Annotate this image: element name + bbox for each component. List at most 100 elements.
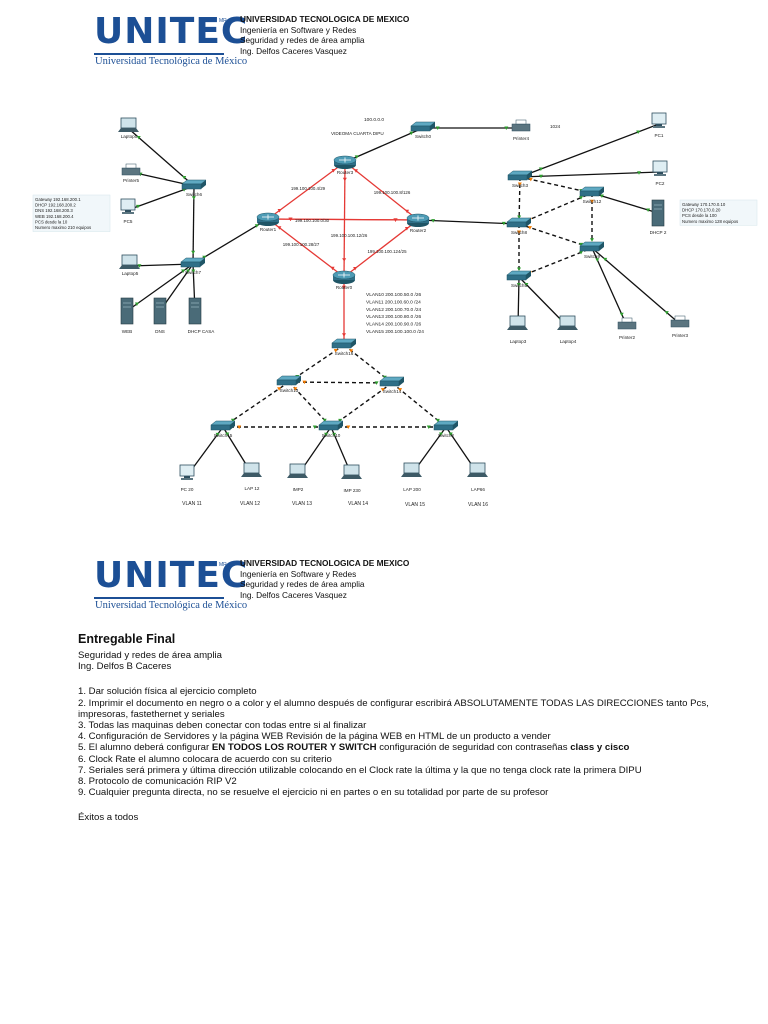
router-label: Router2 xyxy=(410,228,427,233)
printer-icon[interactable] xyxy=(670,315,690,328)
document-title: Entregable Final xyxy=(78,632,176,646)
university-name: UNIVERSIDAD TECNOLOGICA DE MEXICO xyxy=(240,558,410,568)
pc-icon[interactable] xyxy=(179,464,195,480)
device-label: Printer5 xyxy=(123,178,140,183)
unitec-logo: UNITEC MR Universidad Tecnológica de Méx… xyxy=(94,556,247,618)
link-status-marker xyxy=(664,311,669,315)
switch-label: Switch13 xyxy=(280,388,299,393)
switch-icon[interactable] xyxy=(410,121,436,132)
router-label: Router1 xyxy=(260,227,277,232)
switch-icon[interactable] xyxy=(506,217,532,228)
link-status-marker xyxy=(182,175,187,180)
device-label: IMP 230 xyxy=(343,488,360,493)
link-status-marker xyxy=(342,258,347,262)
switch-label: Switch2 xyxy=(438,433,455,438)
link-status-marker xyxy=(353,169,358,173)
link-status-marker xyxy=(426,425,431,429)
links-layer xyxy=(126,123,681,477)
router-icon[interactable] xyxy=(406,213,430,227)
laptop-icon[interactable] xyxy=(341,464,362,479)
link-status-marker xyxy=(448,432,453,437)
switch-icon[interactable] xyxy=(579,186,605,197)
switch-icon[interactable] xyxy=(433,420,459,431)
vlan-address-line: VLAN13 200.100.80.0 /26 xyxy=(366,314,422,320)
pc-icon[interactable] xyxy=(652,160,668,176)
unitec-logo: UNITEC MR Universidad Tecnológica de Méx… xyxy=(94,12,247,74)
switch-label: Switch14 xyxy=(383,389,402,394)
server-icon[interactable] xyxy=(153,297,167,325)
switch-icon[interactable] xyxy=(579,241,605,252)
link-status-marker xyxy=(312,425,317,429)
link-status-marker xyxy=(338,418,343,423)
laptop-icon[interactable] xyxy=(467,462,488,477)
laptop-icon[interactable] xyxy=(287,463,308,478)
device-label: IMP2 xyxy=(293,487,304,492)
closing-text: Éxitos a todos xyxy=(78,812,139,824)
printer-icon[interactable] xyxy=(511,119,531,132)
router-icon[interactable] xyxy=(333,155,357,169)
trunk-link xyxy=(330,382,393,428)
vlan-label: VLAN 11 xyxy=(182,501,202,507)
link-status-marker xyxy=(405,209,410,214)
switch-icon[interactable] xyxy=(379,376,405,387)
link-status-marker xyxy=(595,258,600,262)
link-status-marker xyxy=(517,267,521,272)
switch-icon[interactable] xyxy=(506,270,532,281)
switch-icon[interactable] xyxy=(210,420,236,431)
link-status-marker xyxy=(393,218,398,222)
link-status-marker xyxy=(293,387,298,391)
switch-icon[interactable] xyxy=(180,257,206,268)
pc-icon[interactable] xyxy=(120,198,136,214)
switch-icon[interactable] xyxy=(331,338,357,349)
logo-mark: MR xyxy=(219,562,227,568)
laptop-icon[interactable] xyxy=(507,315,528,330)
device-label: LAP 12 xyxy=(245,486,260,491)
link-status-marker xyxy=(137,264,142,268)
link-status-marker xyxy=(517,215,522,219)
isp-mask-label: 1024 xyxy=(550,124,561,129)
server-icon[interactable] xyxy=(120,297,134,325)
server-icon[interactable] xyxy=(651,199,665,227)
device-label: Printer2 xyxy=(619,335,636,340)
serial-link xyxy=(267,218,419,221)
laptop-icon[interactable] xyxy=(118,117,139,132)
router-icon[interactable] xyxy=(332,270,356,284)
link-address-label: 199.100.100.12/26 xyxy=(331,233,368,238)
link-address-label: 199.100.100.28/27 xyxy=(283,242,320,247)
link-status-marker xyxy=(527,226,532,230)
laptop-icon[interactable] xyxy=(401,462,422,477)
printer-icon[interactable] xyxy=(617,317,637,330)
laptop-icon[interactable] xyxy=(557,315,578,330)
link-status-marker xyxy=(504,126,509,130)
link-status-marker xyxy=(134,302,139,306)
vlan-label: VLAN 15 xyxy=(405,502,425,508)
isp-name-label: VIDEOMA CUARTA DIPU xyxy=(331,131,384,136)
router-label: Router3 xyxy=(337,170,354,175)
switch-icon[interactable] xyxy=(276,375,302,386)
instruction-item: 3. Todas las maquinas deben conectar con… xyxy=(78,720,367,732)
device-label: PC5 xyxy=(124,219,133,224)
link-status-marker xyxy=(191,269,196,274)
link-status-marker xyxy=(342,285,346,290)
server-icon[interactable] xyxy=(188,297,202,325)
link-status-marker xyxy=(288,217,293,222)
instructions-list: 1. Dar solución física al ejercicio comp… xyxy=(78,686,758,798)
vlan-label: VLAN 13 xyxy=(292,501,312,507)
laptop-icon[interactable] xyxy=(119,254,140,269)
link-status-marker xyxy=(374,381,379,385)
header-second: UNITEC MR Universidad Tecnológica de Méx… xyxy=(94,556,694,618)
pc-icon[interactable] xyxy=(651,112,667,128)
router-icon[interactable] xyxy=(256,212,280,226)
link-status-marker xyxy=(398,388,403,392)
switch-icon[interactable] xyxy=(507,170,533,181)
printer-icon[interactable] xyxy=(121,163,141,176)
link-address-label: 199.100.100.0/30 xyxy=(295,218,330,223)
switch-label: Switch3 xyxy=(512,183,529,188)
info-line: Numero maximo 210 equipos xyxy=(35,225,91,230)
link-status-marker xyxy=(646,208,651,212)
link-status-marker xyxy=(380,388,385,392)
switch-icon[interactable] xyxy=(181,179,207,190)
laptop-icon[interactable] xyxy=(241,462,262,477)
switch-icon[interactable] xyxy=(318,420,344,431)
